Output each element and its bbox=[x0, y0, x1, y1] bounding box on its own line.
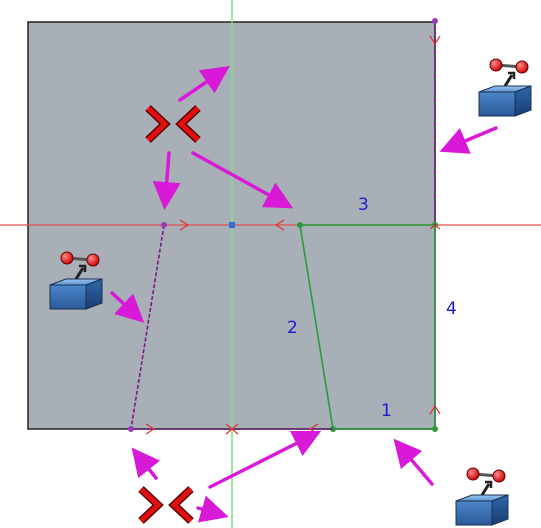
external-geometry[interactable] bbox=[128, 18, 438, 432]
annotation-arrow bbox=[152, 151, 181, 210]
direction-ticks bbox=[145, 35, 441, 435]
segment-2-line[interactable] bbox=[299, 224, 334, 430]
vertex[interactable] bbox=[432, 18, 438, 24]
vertex[interactable] bbox=[432, 426, 438, 432]
vertex[interactable] bbox=[161, 222, 167, 228]
annotation-arrow bbox=[131, 447, 161, 480]
origin-point[interactable] bbox=[229, 222, 235, 228]
external-geometry-icon[interactable] bbox=[454, 466, 510, 527]
annotation-arrows bbox=[110, 66, 498, 523]
vertex[interactable] bbox=[128, 426, 134, 432]
vertex[interactable] bbox=[297, 222, 303, 228]
annotation-arrow bbox=[191, 151, 294, 209]
segment-label-2: 2 bbox=[287, 318, 298, 338]
annotation-arrow bbox=[178, 66, 230, 102]
equal-constraint-icon[interactable] bbox=[141, 489, 191, 521]
segment-label-4: 4 bbox=[446, 299, 457, 319]
external-geometry-icon[interactable] bbox=[477, 57, 533, 118]
annotation-arrow bbox=[439, 126, 498, 154]
segment-label-1: 1 bbox=[381, 401, 392, 421]
segment-label-3: 3 bbox=[358, 195, 369, 215]
annotation-arrow bbox=[208, 430, 322, 489]
external-edge-slanted[interactable] bbox=[130, 224, 165, 430]
annotation-arrow bbox=[110, 291, 145, 323]
annotation-arrow bbox=[196, 495, 229, 523]
annotation-arrow bbox=[393, 438, 434, 486]
